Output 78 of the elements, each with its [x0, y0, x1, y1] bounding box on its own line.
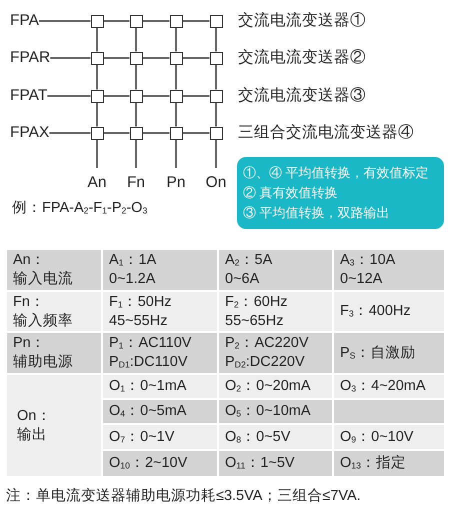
cell-text: 输入电流	[13, 270, 74, 289]
type-description: 三组合交流电流变送器④	[238, 123, 414, 143]
square-box	[170, 14, 182, 28]
square-box	[130, 14, 142, 28]
column-label: Fn	[121, 168, 151, 198]
type-description: 交流电流变送器③	[238, 86, 366, 106]
square-box	[90, 90, 104, 102]
connector-line	[182, 57, 210, 59]
connector-line	[182, 132, 210, 134]
connector-line	[104, 95, 130, 97]
note-box	[237, 157, 444, 229]
square-box	[210, 52, 222, 64]
square-box	[130, 52, 142, 64]
model-label: FPAX	[10, 123, 50, 143]
connector-line	[49, 132, 90, 134]
connector-line	[215, 140, 217, 168]
square-box	[90, 52, 104, 64]
connector-line	[215, 64, 217, 90]
connector-line	[175, 28, 177, 52]
square-box	[130, 90, 142, 102]
square-box	[210, 14, 222, 28]
cell-text: An：	[13, 251, 47, 270]
column-label: Pn	[161, 168, 191, 198]
connector-line	[104, 132, 130, 134]
column-label: On	[201, 168, 231, 198]
square-box	[210, 90, 222, 102]
note-text: ② 真有效值转换	[243, 184, 339, 202]
connector-line	[104, 20, 130, 22]
connector-line	[135, 140, 137, 168]
connector-line	[142, 57, 170, 59]
cell-text: 输入频率	[13, 312, 74, 330]
connector-line	[142, 20, 170, 22]
model-label: FPAT	[10, 86, 48, 106]
type-description: 交流电流变送器①	[238, 11, 366, 31]
square-box	[90, 126, 104, 140]
connector-line	[50, 57, 90, 59]
cell-text: 45~55Hz	[109, 312, 168, 330]
connector-line	[175, 64, 177, 90]
note-text: ①、④ 平均值转换，有效值标定	[243, 164, 430, 182]
model-label: FPA	[10, 11, 39, 31]
connector-line	[96, 64, 98, 90]
connector-line	[39, 20, 90, 22]
connector-line	[96, 140, 98, 168]
connector-line	[182, 95, 210, 97]
cell-text: 0~6A	[225, 270, 260, 289]
connector-line	[175, 102, 177, 126]
cell-text: 55~65Hz	[225, 312, 284, 330]
cell-text: Pn：	[13, 334, 47, 353]
connector-line	[175, 140, 177, 168]
square-box	[210, 126, 222, 140]
connector-line	[215, 102, 217, 126]
note-text: ③ 平均值转换，双路输出	[243, 204, 391, 222]
cell-text: 0~12A	[340, 270, 384, 289]
connector-line	[135, 28, 137, 52]
column-label: An	[82, 168, 112, 198]
type-description: 交流电流变送器②	[238, 48, 366, 68]
connector-line	[47, 95, 90, 97]
square-box	[170, 126, 182, 140]
connector-line	[96, 28, 98, 52]
connector-line	[96, 102, 98, 126]
cell-text: 输出	[17, 426, 48, 444]
connector-line	[142, 132, 170, 134]
cell-text: 辅助电源	[13, 353, 74, 372]
connector-line	[104, 57, 130, 59]
cell-text: On：	[17, 406, 52, 426]
square-box	[170, 52, 182, 64]
connector-line	[182, 20, 210, 22]
connector-line	[135, 64, 137, 90]
model-label: FPAR	[10, 48, 50, 68]
cell-text: Fn：	[13, 292, 46, 312]
square-box	[130, 126, 142, 140]
connector-line	[135, 102, 137, 126]
connector-line	[142, 95, 170, 97]
cell-text: 0~1.2A	[109, 270, 156, 289]
connector-line	[215, 28, 217, 52]
footnote-text: 注：单电流变送器辅助电源功耗≤3.5VA；三组合≤7VA.	[6, 486, 361, 506]
square-box	[170, 90, 182, 102]
square-box	[90, 14, 104, 28]
